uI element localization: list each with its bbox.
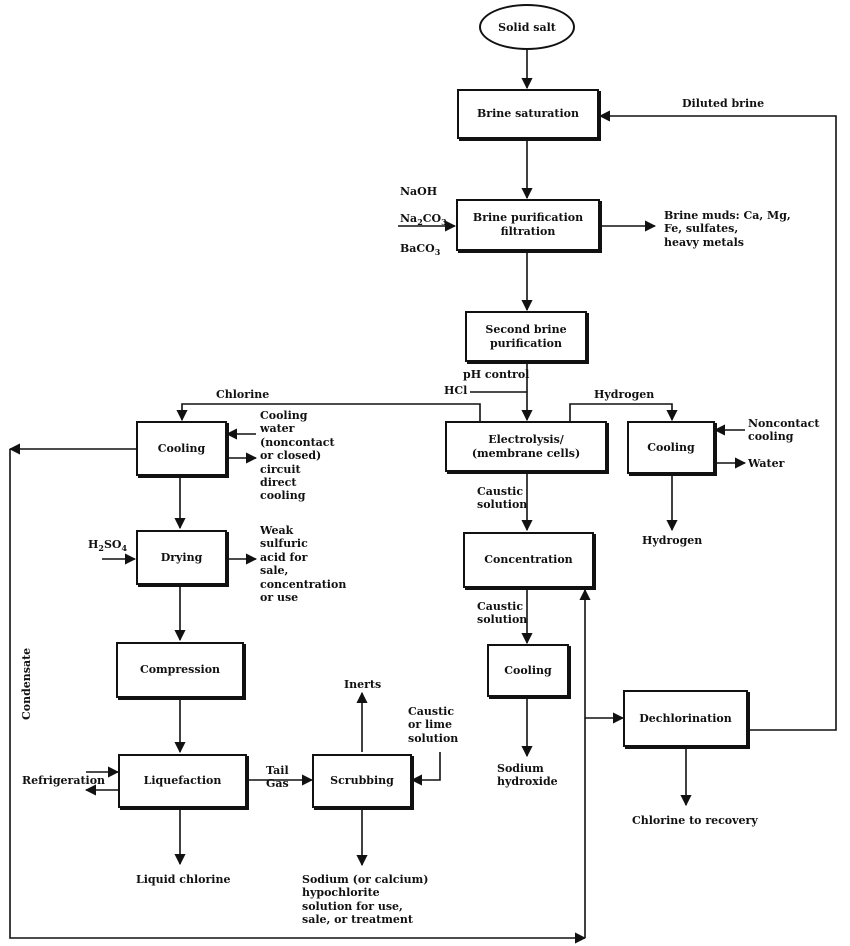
- label-weak-sulfuric-acid: Weak sulfuric acid for sale, concentrati…: [260, 524, 347, 605]
- label-inerts: Inerts: [344, 678, 382, 691]
- label-noncontact-cooling: Noncontact cooling: [748, 417, 820, 444]
- label-hydrogen: Hydrogen: [594, 388, 655, 401]
- label-reagents: NaOH Na2CO3 BaCO3: [400, 185, 447, 257]
- flow-condensate-loop: [9, 449, 587, 944]
- label-cooling-water: Cooling water (noncontact or closed) cir…: [260, 409, 335, 503]
- node-cooling-chlorine: Cooling: [136, 421, 227, 476]
- node-cooling-hydrogen: Cooling: [627, 421, 715, 474]
- label-diluted-brine: Diluted brine: [682, 97, 765, 110]
- node-brine-purification: Brine purification filtration: [456, 199, 600, 251]
- label-water: Water: [748, 457, 785, 470]
- label-chlorine-to-recovery: Chlorine to recovery: [632, 814, 758, 827]
- node-drying: Drying: [136, 530, 227, 585]
- label-ph-control: pH control: [463, 368, 530, 381]
- label-hcl: HCl: [444, 384, 468, 397]
- node-concentration: Concentration: [463, 532, 594, 588]
- label-sodium-hydroxide: Sodium hydroxide: [497, 762, 558, 789]
- node-scrubbing: Scrubbing: [312, 754, 412, 808]
- node-cooling-caustic: Cooling: [487, 644, 569, 697]
- node-solid-salt: Solid salt: [479, 4, 575, 50]
- label-brine-muds: Brine muds: Ca, Mg, Fe, sulfates, heavy …: [664, 209, 791, 249]
- node-compression: Compression: [116, 642, 244, 698]
- label-hypochlorite: Sodium (or calcium) hypochlorite solutio…: [302, 873, 429, 927]
- label-condensate: Condensate: [20, 647, 33, 720]
- label-h2so4: H2SO4: [88, 538, 128, 554]
- node-brine-saturation: Brine saturation: [457, 89, 599, 139]
- flow-caustic-lime-in: [410, 752, 441, 786]
- label-refrigeration: Refrigeration: [22, 774, 106, 787]
- label-caustic-solution-1: Caustic solution: [477, 485, 528, 512]
- flow-chlorine: [176, 403, 481, 422]
- label-caustic-lime: Caustic or lime solution: [408, 705, 459, 745]
- node-second-brine-purification: Second brine purification: [465, 311, 587, 362]
- label-tail-gas: Tail Gas: [266, 764, 289, 791]
- flow-hydrogen: [569, 403, 678, 422]
- node-liquefaction: Liquefaction: [118, 754, 247, 808]
- label-hydrogen-out: Hydrogen: [642, 534, 703, 547]
- node-electrolysis: Electrolysis/ (membrane cells): [445, 421, 607, 472]
- label-liquid-chlorine: Liquid chlorine: [136, 873, 231, 886]
- label-chlorine: Chlorine: [216, 388, 270, 401]
- flow-diluted-brine-return: [598, 110, 837, 731]
- node-dechlorination: Dechlorination: [623, 690, 748, 747]
- label-caustic-solution-2: Caustic solution: [477, 600, 528, 627]
